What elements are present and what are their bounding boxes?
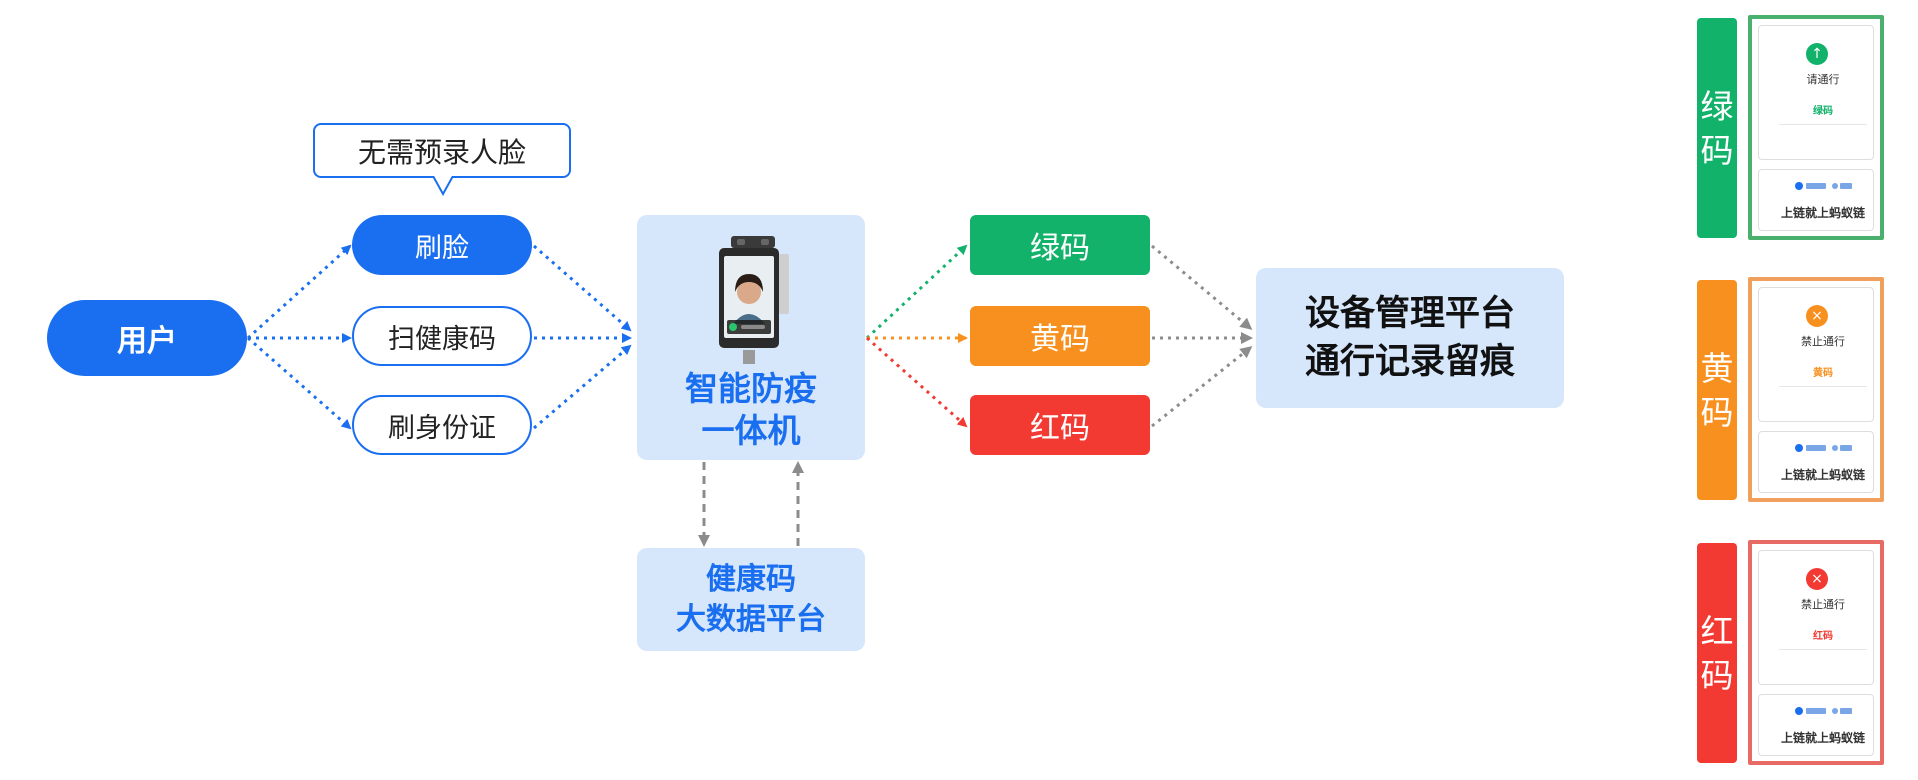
pass-card-yellow-code: 黄码 xyxy=(1813,368,1833,379)
pass-card-yellow: × 禁止通行 黄码 上链就上蚂蚁链 xyxy=(1748,277,1884,502)
cross-icon: × xyxy=(1806,568,1828,590)
code-yellow-label: 黄码 xyxy=(1030,322,1090,357)
side-tag-yellow: 黄 码 xyxy=(1697,280,1737,500)
pass-card-yellow-bottom: 上链就上蚂蚁链 xyxy=(1758,431,1874,493)
method-id-label: 刷身份证 xyxy=(388,412,496,444)
code-yellow: 黄码 xyxy=(970,306,1150,366)
side-tag-green-char2: 码 xyxy=(1700,131,1734,170)
platform-line2: 通行记录留痕 xyxy=(1304,342,1515,382)
method-face-label: 刷脸 xyxy=(415,232,469,264)
pass-card-red-status: 禁止通行 xyxy=(1801,598,1845,611)
arrow-device-green xyxy=(865,244,968,340)
platform-line1: 设备管理平台 xyxy=(1304,294,1515,334)
side-tag-green: 绿 码 xyxy=(1697,18,1737,238)
management-platform: 设备管理平台 通行记录留痕 xyxy=(1256,268,1564,408)
method-scan-label: 扫健康码 xyxy=(388,323,496,355)
code-green-label: 绿码 xyxy=(1030,231,1090,266)
face-terminal-icon xyxy=(719,236,789,364)
device-label-line2: 一体机 xyxy=(701,411,801,450)
pass-card-green-chain: 上链就上蚂蚁链 xyxy=(1780,206,1865,220)
pass-card-green-divider xyxy=(1779,124,1867,125)
pass-card-yellow-divider xyxy=(1779,386,1867,387)
user-node: 用户 xyxy=(47,300,247,376)
side-tag-green-char1: 绿 xyxy=(1700,87,1734,126)
pass-card-green: ↑ 请通行 绿码 上链就上蚂蚁链 xyxy=(1748,15,1884,240)
pass-card-red: × 禁止通行 红码 上链就上蚂蚁链 xyxy=(1748,540,1884,765)
pass-card-red-divider xyxy=(1779,649,1867,650)
pass-card-green-top: ↑ 请通行 绿码 xyxy=(1758,25,1874,160)
side-tag-yellow-char1: 黄 xyxy=(1700,349,1734,388)
callout-tail xyxy=(433,176,453,196)
method-face: 刷脸 xyxy=(352,215,532,275)
arrow-user-id xyxy=(247,336,352,430)
callout-text: 无需预录人脸 xyxy=(357,135,526,169)
arrow-face-device xyxy=(533,244,632,332)
pass-card-yellow-status: 禁止通行 xyxy=(1801,335,1845,348)
code-green: 绿码 xyxy=(970,215,1150,275)
pass-card-yellow-top: × 禁止通行 黄码 xyxy=(1758,287,1874,422)
arrow-green-platform xyxy=(1151,244,1253,330)
cross-icon: × xyxy=(1806,305,1828,327)
device-label-line1: 智能防疫 xyxy=(685,369,817,408)
pass-card-red-code: 红码 xyxy=(1813,631,1833,642)
user-label: 用户 xyxy=(117,324,177,359)
pass-card-green-code: 绿码 xyxy=(1813,106,1833,117)
pass-card-yellow-chain: 上链就上蚂蚁链 xyxy=(1780,468,1865,482)
arrow-id-device xyxy=(533,344,632,430)
bigdata-node: 健康码 大数据平台 xyxy=(637,548,865,651)
device-label: 智能防疫 一体机 xyxy=(637,368,865,452)
pass-card-green-bottom: 上链就上蚂蚁链 xyxy=(1758,169,1874,231)
side-tag-yellow-char2: 码 xyxy=(1700,393,1734,432)
chain-logo-icon xyxy=(1795,707,1852,715)
pass-card-green-status: 请通行 xyxy=(1806,73,1840,86)
side-tag-red: 红 码 xyxy=(1697,543,1737,763)
side-tag-red-char1: 红 xyxy=(1700,612,1734,651)
method-scan-code: 扫健康码 xyxy=(352,306,532,366)
arrow-red-platform xyxy=(1151,346,1253,428)
pass-card-red-top: × 禁止通行 红码 xyxy=(1758,550,1874,685)
bigdata-line2: 大数据平台 xyxy=(676,601,826,637)
arrow-device-red xyxy=(866,336,968,428)
side-tag-red-char2: 码 xyxy=(1700,656,1734,695)
arrow-user-face xyxy=(246,244,352,340)
callout-bubble: 无需预录人脸 xyxy=(313,123,571,178)
code-red-label: 红码 xyxy=(1030,411,1090,446)
chain-logo-icon xyxy=(1795,444,1852,452)
pass-card-red-chain: 上链就上蚂蚁链 xyxy=(1780,731,1865,745)
arrow-up-icon: ↑ xyxy=(1806,43,1828,65)
code-red: 红码 xyxy=(970,395,1150,455)
method-id-card: 刷身份证 xyxy=(352,395,532,455)
bigdata-line1: 健康码 xyxy=(706,561,796,597)
chain-logo-icon xyxy=(1795,182,1852,190)
pass-card-red-bottom: 上链就上蚂蚁链 xyxy=(1758,694,1874,756)
